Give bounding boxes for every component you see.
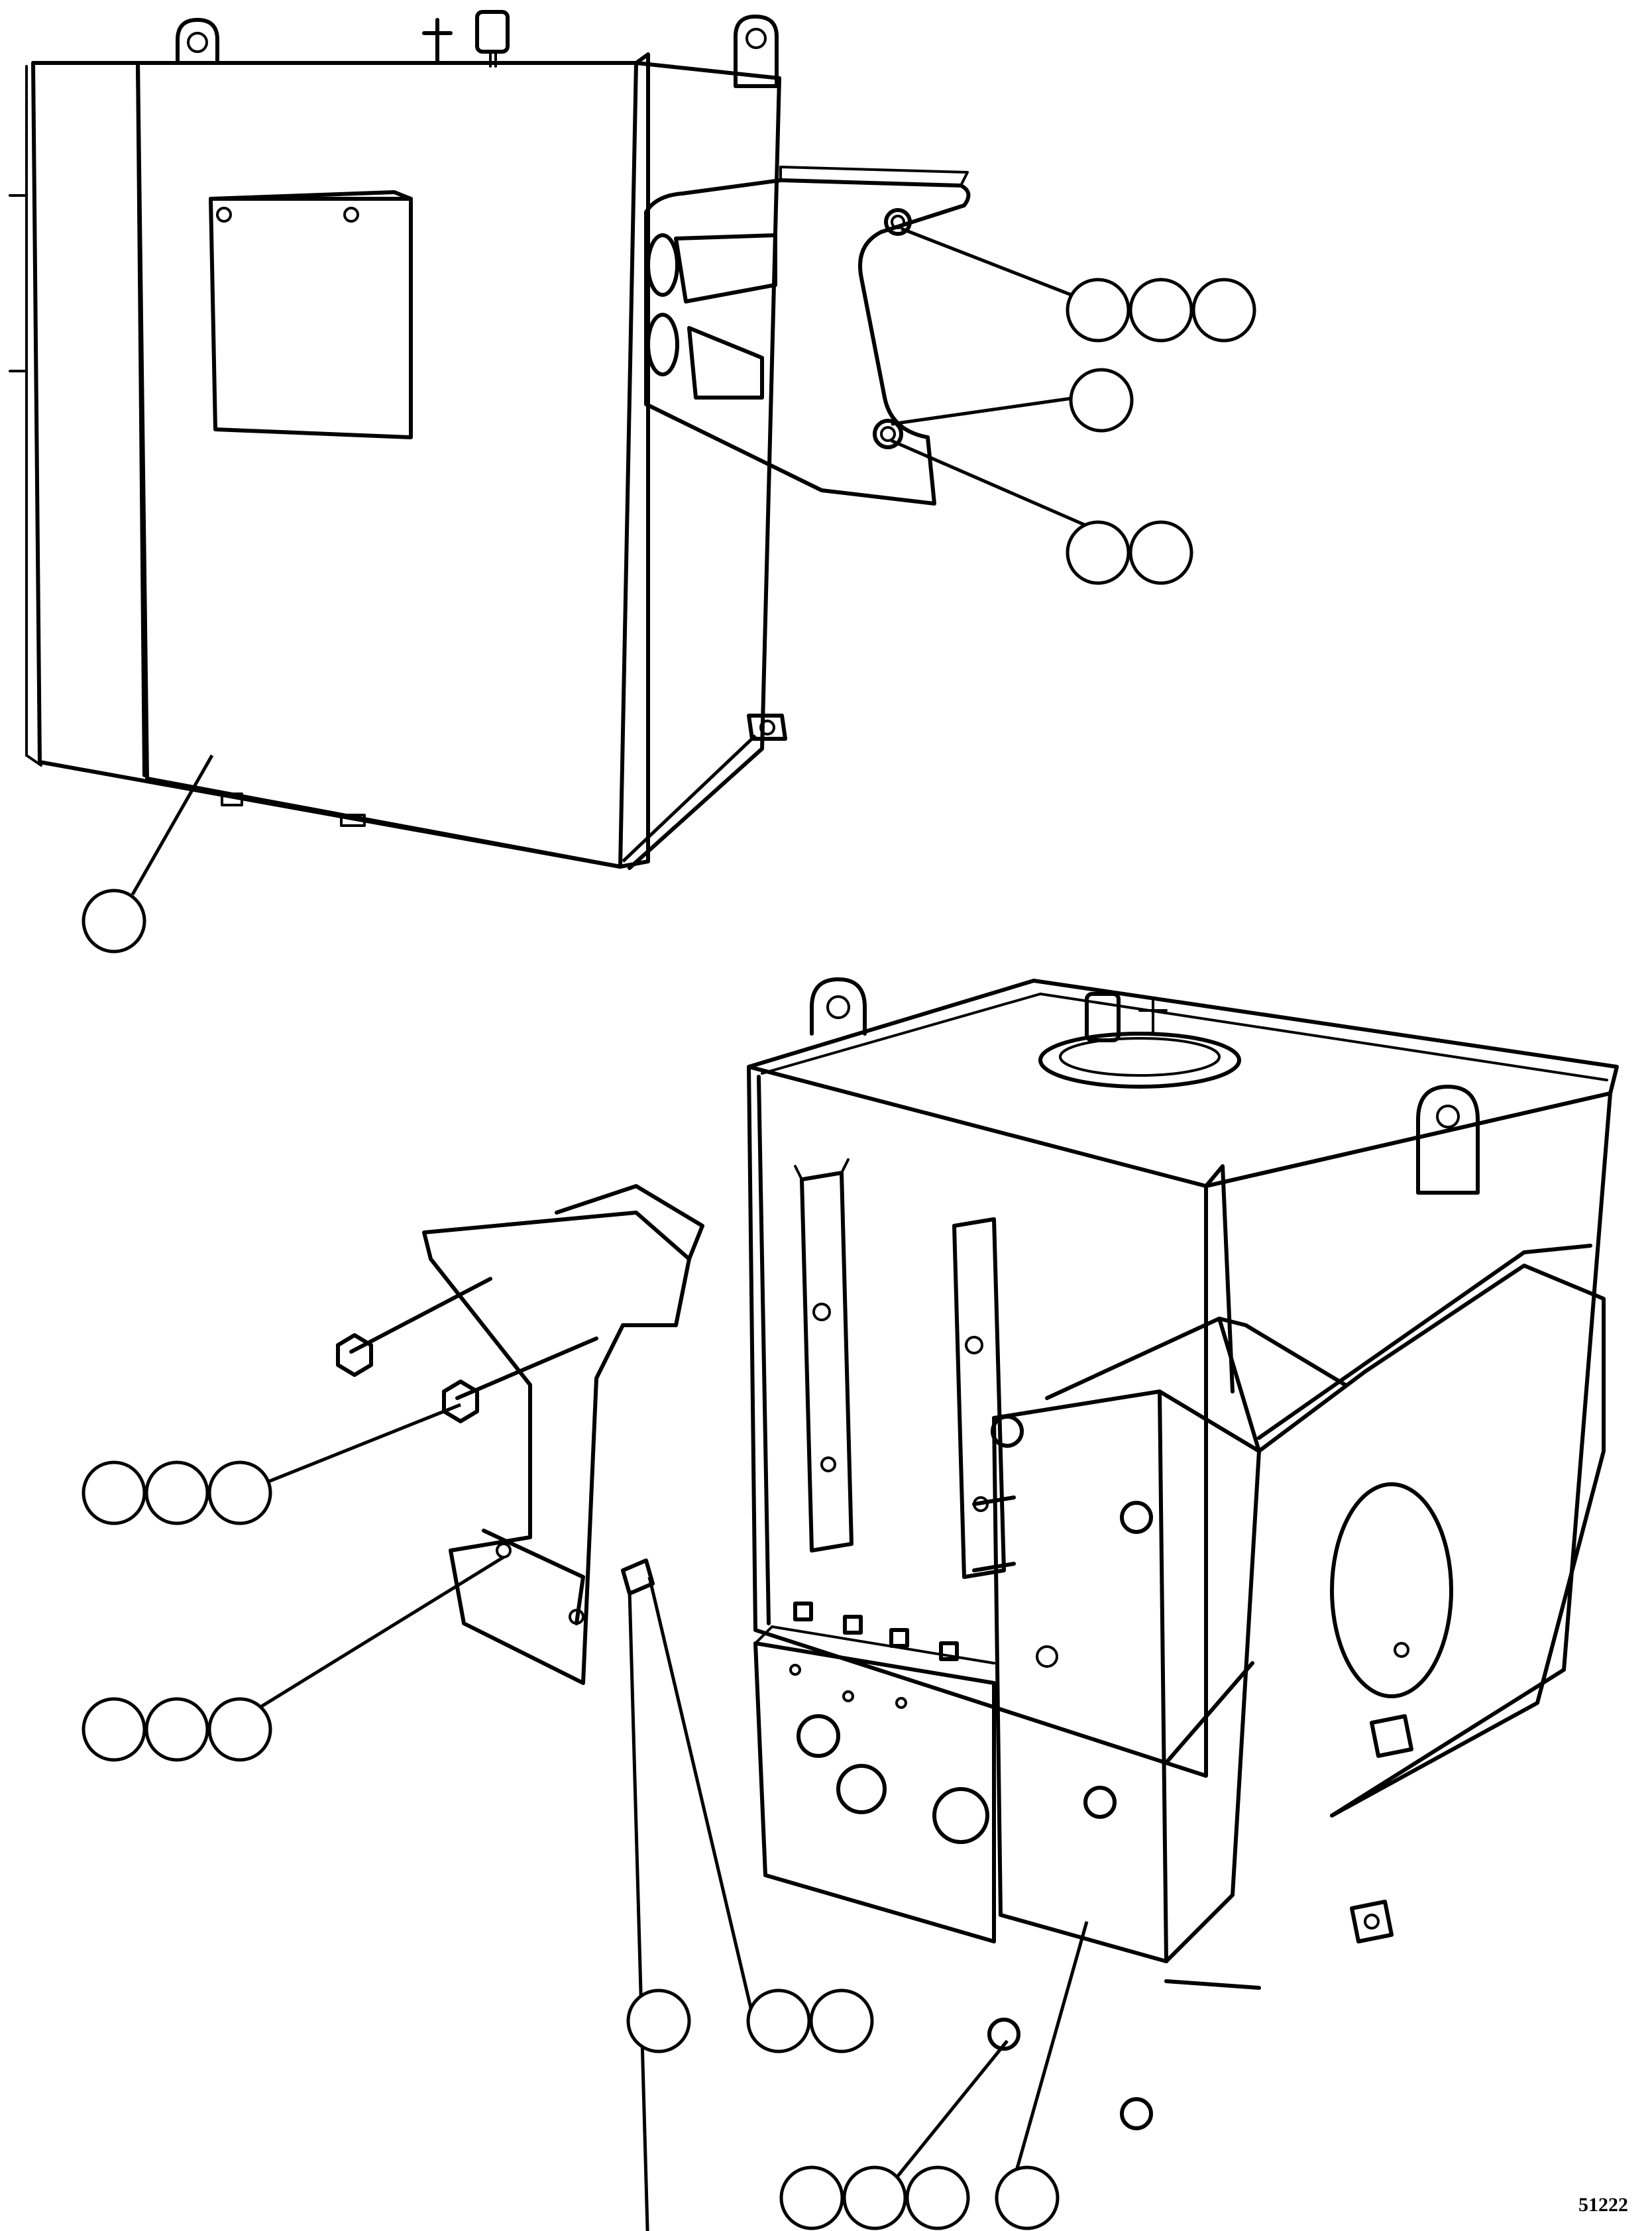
callout-bubble [626, 1988, 691, 2053]
callout-bubble [1129, 520, 1193, 585]
callout-bubble [1129, 278, 1193, 343]
callout-bubble [1069, 368, 1134, 433]
callout-bubble [144, 1460, 209, 1525]
callout-bubble [144, 1697, 209, 1762]
tank-assembly-lower [336, 977, 1619, 2130]
callout-bubble [82, 1460, 146, 1525]
callout-bubble [82, 889, 146, 953]
callout-bubble [1066, 278, 1130, 343]
leader-lines [131, 227, 1097, 2231]
callout-bubble [842, 2165, 907, 2230]
callout-bubble [207, 1460, 272, 1525]
callout-bubble [905, 2165, 970, 2230]
figure-reference-number: 51222 [1578, 2194, 1628, 2216]
callout-bubble [779, 2165, 844, 2230]
callout-bubble [1191, 278, 1256, 343]
callout-bubble [809, 1988, 874, 2053]
callout-bubble [82, 1697, 146, 1762]
callout-bubble [1066, 520, 1130, 585]
tank-assembly-upper [9, 10, 971, 870]
callout-bubble [995, 2165, 1060, 2230]
callout-bubbles [82, 278, 1256, 2230]
callout-bubble [746, 1988, 811, 2053]
callout-bubble [207, 1697, 272, 1762]
